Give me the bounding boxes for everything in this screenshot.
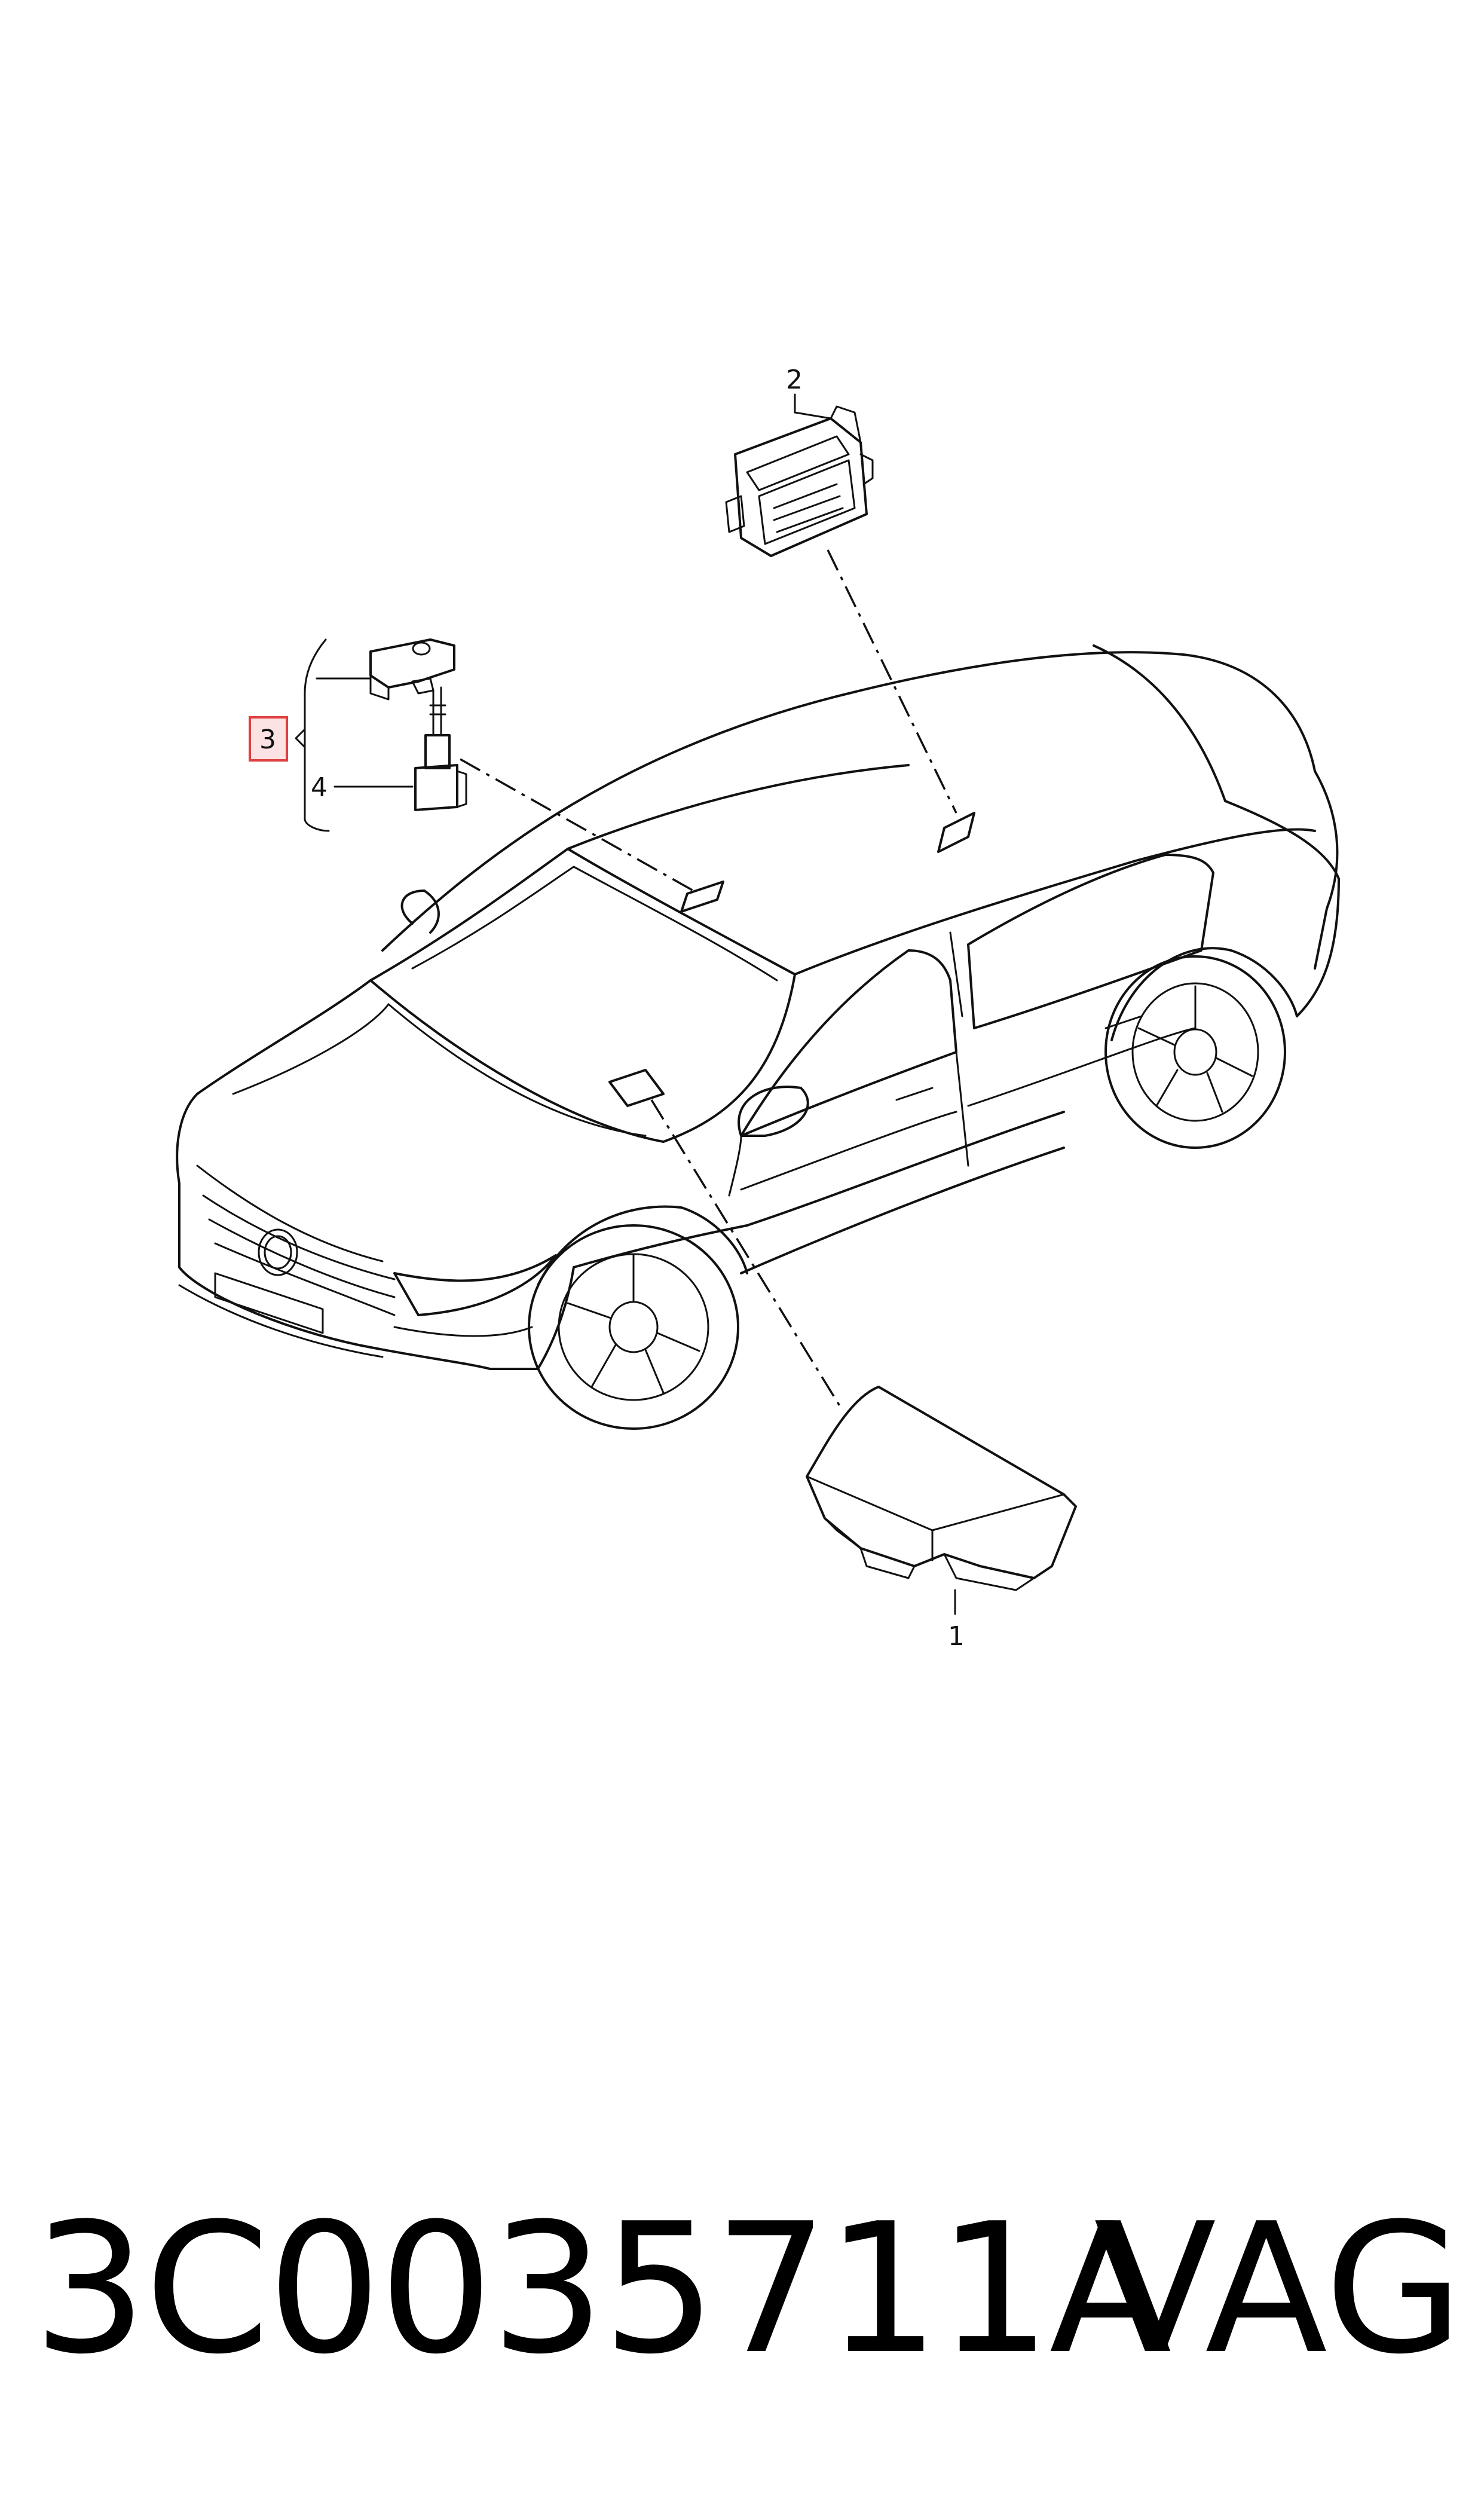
callout-1-label: 1	[948, 1621, 965, 1652]
part-3-4-sensor-assembly	[295, 638, 467, 832]
callout-3-highlight-box	[249, 716, 288, 762]
callout-2[interactable]: 2	[786, 365, 832, 420]
mount-location-markers	[608, 812, 975, 1107]
brand-text: VAG	[1094, 2185, 1464, 2393]
callout-4[interactable]: 4	[311, 772, 328, 803]
callout-1[interactable]: 1	[948, 1589, 965, 1652]
callout-3-label: 3	[259, 724, 276, 755]
part-2-control-module	[725, 405, 874, 557]
callout-3[interactable]: 3	[249, 716, 288, 762]
part-1-control-unit	[806, 1386, 1077, 1591]
part-number-text: 3C0035711A	[33, 2185, 1172, 2393]
callout-4-label: 4	[311, 772, 328, 803]
car-illustration	[176, 644, 1340, 1430]
callout-2-label: 2	[786, 365, 803, 395]
leader-lines	[460, 549, 957, 1411]
